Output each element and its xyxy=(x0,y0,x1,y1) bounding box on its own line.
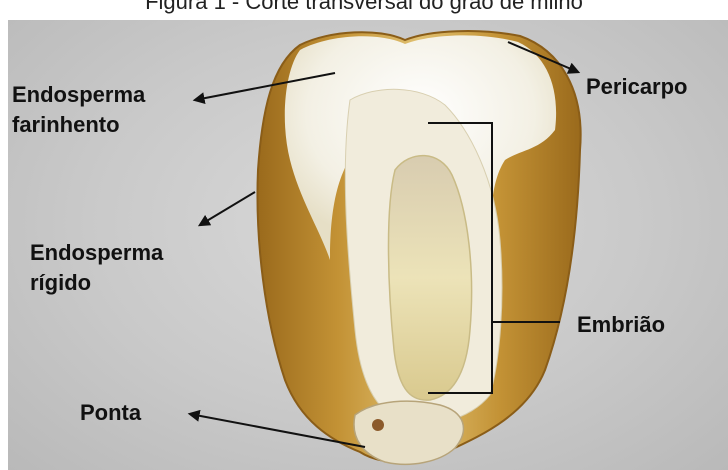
label-endosperma-rigido-line2: rígido xyxy=(30,268,163,298)
label-endosperma-farinhento: Endosperma farinhento xyxy=(12,80,145,140)
label-endosperma-rigido: Endosperma rígido xyxy=(30,238,163,298)
label-endosperma-farinhento-line1: Endosperma xyxy=(12,80,145,110)
label-ponta: Ponta xyxy=(80,398,141,428)
label-embriao: Embrião xyxy=(577,310,665,340)
tip-cap xyxy=(354,401,463,464)
label-pericarpo: Pericarpo xyxy=(586,72,688,102)
arrow-endosperma-rigido xyxy=(200,192,255,225)
label-endosperma-rigido-line1: Endosperma xyxy=(30,238,163,268)
label-endosperma-farinhento-line2: farinhento xyxy=(12,110,145,140)
embryo-region xyxy=(388,156,471,401)
tip-spot xyxy=(372,419,384,431)
